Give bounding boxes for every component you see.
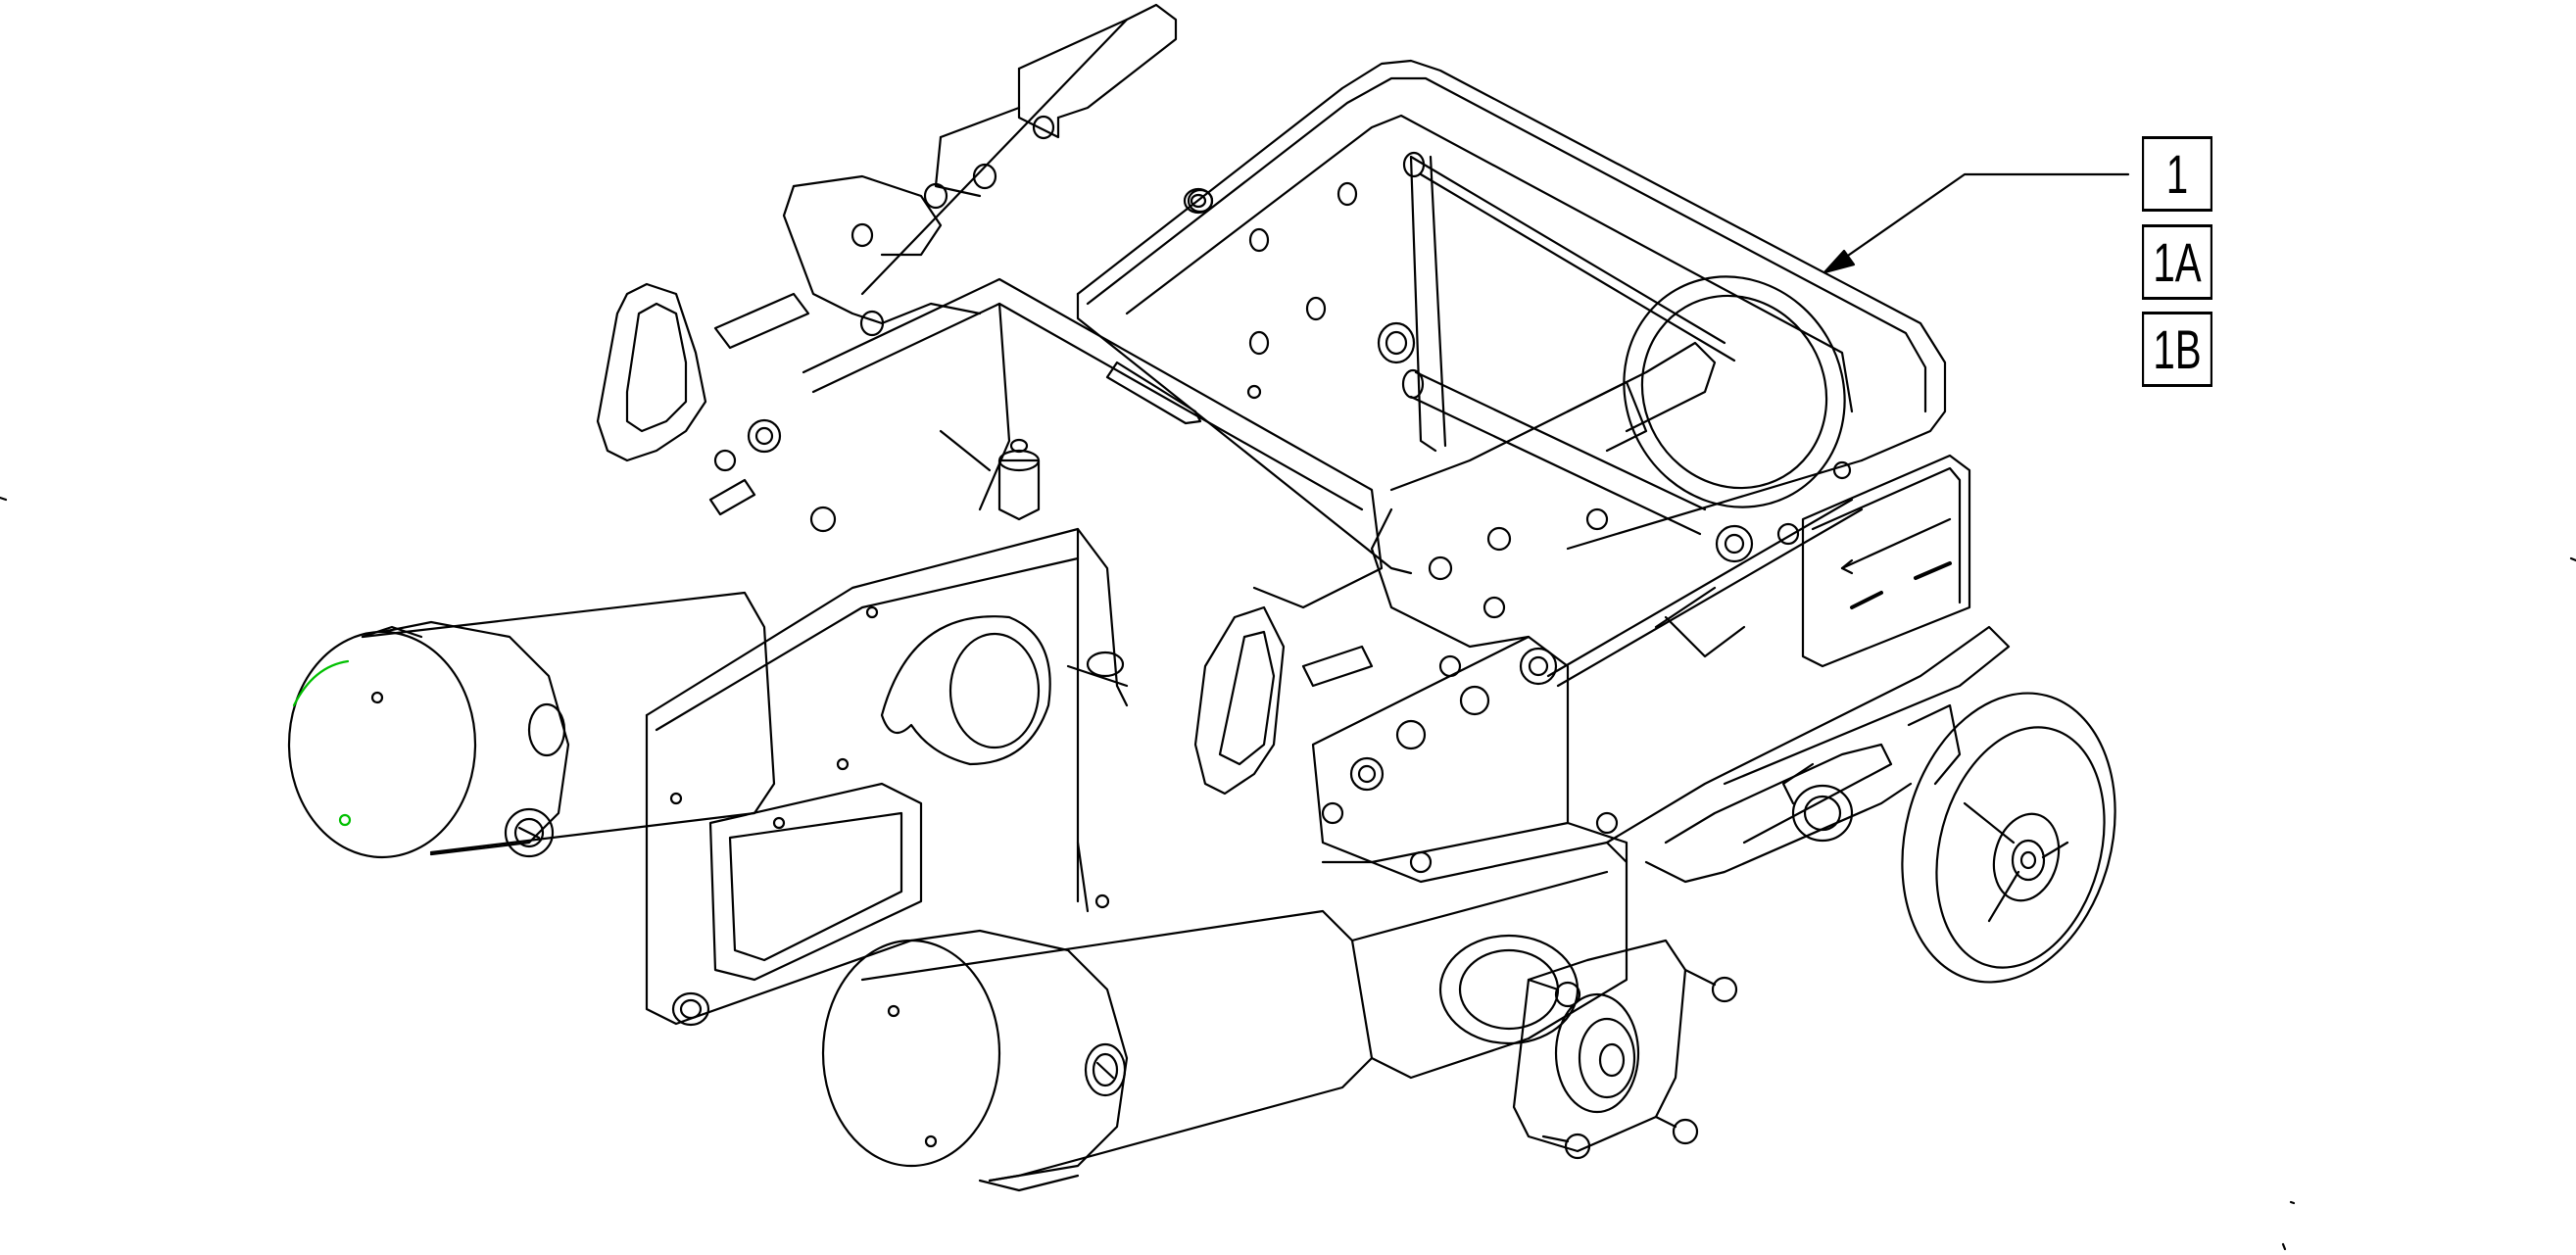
plate-holes [1187, 181, 1416, 364]
callout-box-1b: 1B [2142, 312, 2212, 387]
callout-label: 1 [2165, 143, 2189, 205]
left-motor-highlight [292, 659, 352, 827]
center-sensor [997, 438, 1041, 521]
caster-wheel [1901, 692, 2116, 984]
callout-box-1a: 1A [2142, 224, 2212, 300]
center-bridge-plate [802, 277, 1384, 609]
battery-box-frame [645, 527, 1129, 1026]
left-motor [287, 591, 776, 859]
cross-bars [1401, 151, 1736, 536]
bottom-motor [821, 909, 1374, 1192]
callout-leader [1823, 172, 2130, 274]
linkage-rod [1546, 459, 1864, 688]
release-engage-plate [1801, 454, 1971, 668]
edge-marks [0, 496, 2576, 1251]
right-release-lever [1193, 341, 1717, 796]
misc-bolts [671, 187, 1262, 1027]
callout-box-1: 1 [2142, 136, 2212, 212]
rear-wheel-shadow [1623, 275, 1846, 508]
callout-label: 1A [2153, 231, 2202, 293]
mount-bracket [1311, 635, 1628, 874]
left-release-lever [596, 3, 1178, 516]
kidney-cutout [880, 615, 1051, 766]
caster-arm [1605, 625, 2011, 884]
callout-label: 1B [2153, 318, 2202, 380]
seat-frame-tray [1076, 59, 1947, 575]
wheel-hub [1512, 939, 1738, 1160]
